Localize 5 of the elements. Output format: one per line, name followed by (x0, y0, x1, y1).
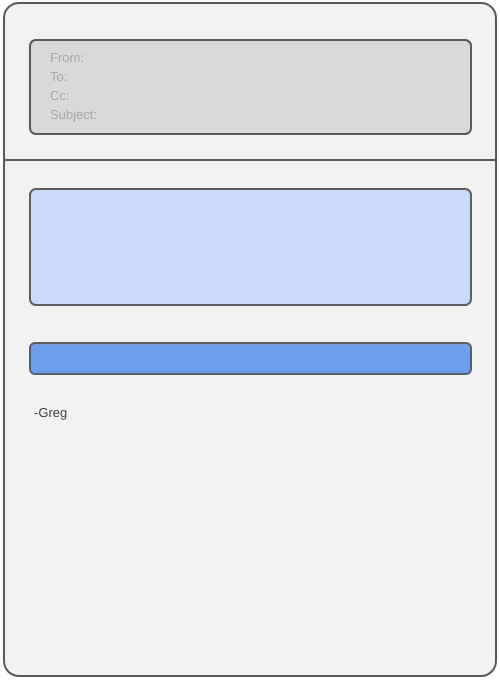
header-box (29, 39, 472, 135)
signature-text: -Greg (34, 404, 68, 422)
banner-bar (29, 342, 472, 375)
content-panel (29, 188, 472, 306)
email-card (3, 2, 497, 677)
